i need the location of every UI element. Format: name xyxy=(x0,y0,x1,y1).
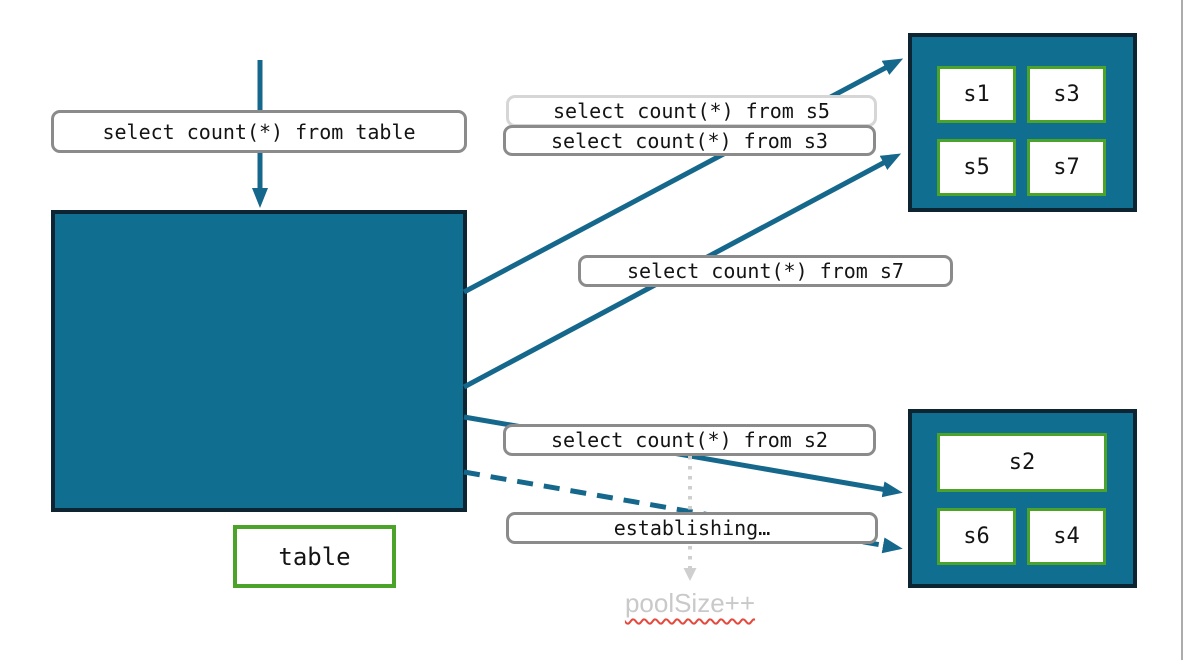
query-label-s5: select count(*) from s5 xyxy=(506,95,877,127)
query-label-s2: select count(*) from s2 xyxy=(503,424,876,456)
shard-s5: s5 xyxy=(937,139,1016,196)
shard-s1: s1 xyxy=(937,66,1016,123)
shard-s4: s4 xyxy=(1027,508,1106,565)
table-box: table xyxy=(51,210,467,588)
poolsize-note: poolSize++ xyxy=(624,588,756,618)
query-label-s3: select count(*) from s3 xyxy=(503,125,876,156)
shard-s7: s7 xyxy=(1027,139,1106,196)
shard-s3: s3 xyxy=(1027,66,1106,123)
query-label-s7: select count(*) from s7 xyxy=(578,255,953,287)
slide-edge-line xyxy=(1181,0,1183,660)
shard-s2: s2 xyxy=(937,433,1107,492)
establishing-label: establishing… xyxy=(506,512,878,544)
shard-s6: s6 xyxy=(937,508,1016,565)
table-label: table xyxy=(233,525,396,588)
query-label-table: select count(*) from table xyxy=(51,110,467,153)
